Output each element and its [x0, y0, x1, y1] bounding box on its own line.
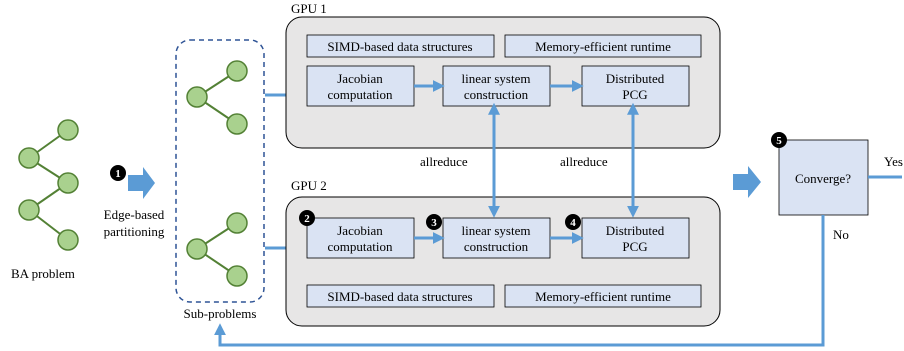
step-1-badge	[110, 165, 126, 181]
gpu2-simd-box	[306, 284, 495, 308]
step-1-number: 1	[115, 168, 121, 180]
gpu2-memory-label: Memory-efficient runtime	[535, 289, 671, 304]
gpu1-memory-box	[504, 34, 702, 58]
gpu2-simd-label: SIMD-based data structures	[327, 289, 472, 304]
edge-based-label: Edge-based	[104, 207, 165, 222]
sub-problems-container	[175, 39, 265, 303]
partition-arrow	[128, 167, 155, 199]
allreduce-label-1: allreduce	[420, 154, 468, 169]
gpu1-pcg-line2: PCG	[622, 87, 647, 102]
sub-problem-graph-2	[186, 212, 248, 287]
step-2-badge	[299, 210, 315, 226]
gpu2-pcg-line2: PCG	[622, 239, 647, 254]
gpu2-pcg-line1: Distributed	[606, 223, 665, 238]
graph-node	[186, 238, 208, 260]
yes-label: Yes	[884, 154, 903, 169]
graph-node	[226, 113, 248, 135]
gpu1-linear-line2: construction	[464, 87, 529, 102]
step-4-badge	[565, 214, 581, 230]
graph-node	[186, 86, 208, 108]
gpu1-linear-line1: linear system	[462, 71, 531, 86]
ba-problem-label: BA problem	[11, 266, 75, 281]
sub-problem-graph-1	[186, 60, 248, 135]
graph-node	[57, 229, 79, 251]
graph-node	[18, 147, 40, 169]
gpu1-linear-box	[442, 65, 551, 107]
gpu1-simd-box	[306, 34, 495, 58]
step-5-badge	[771, 132, 787, 148]
converge-label: Converge?	[795, 171, 851, 186]
gpu1-simd-label: SIMD-based data structures	[327, 39, 472, 54]
graph-node	[226, 60, 248, 82]
step-2-number: 2	[304, 213, 310, 225]
step-3-badge	[426, 214, 442, 230]
gpu1-memory-label: Memory-efficient runtime	[535, 39, 671, 54]
graph-node	[57, 119, 79, 141]
gpu2-memory-box	[504, 284, 702, 308]
graph-node	[18, 199, 40, 221]
no-label: No	[833, 227, 849, 242]
gpu2-jacobian-box	[306, 217, 415, 259]
gpu1-pcg-line1: Distributed	[606, 71, 665, 86]
gpu2-jacobian-line2: computation	[328, 239, 393, 254]
gpu2-linear-line1: linear system	[462, 223, 531, 238]
arrow-to-converge	[733, 166, 761, 198]
gpu2-jacobian-line1: Jacobian	[337, 223, 383, 238]
step-3-number: 3	[431, 217, 437, 229]
gpu1-jacobian-line1: Jacobian	[337, 71, 383, 86]
allreduce-label-2: allreduce	[560, 154, 608, 169]
no-feedback-arrow	[214, 215, 825, 347]
ba-problem-nodes	[18, 119, 79, 251]
gpu2-linear-box	[442, 217, 551, 259]
sub-problems-label: Sub-problems	[184, 306, 257, 321]
gpu2-linear-line2: construction	[464, 239, 529, 254]
gpu1-jacobian-box	[306, 65, 415, 107]
gpu2-label: GPU 2	[291, 178, 327, 193]
gpu1-jacobian-line2: computation	[328, 87, 393, 102]
step-4-number: 4	[570, 217, 576, 229]
graph-node	[226, 265, 248, 287]
step-5-number: 5	[776, 135, 782, 147]
graph-node	[226, 212, 248, 234]
graph-node	[57, 172, 79, 194]
gpu1-label: GPU 1	[291, 1, 327, 16]
partitioning-label: partitioning	[104, 224, 165, 239]
